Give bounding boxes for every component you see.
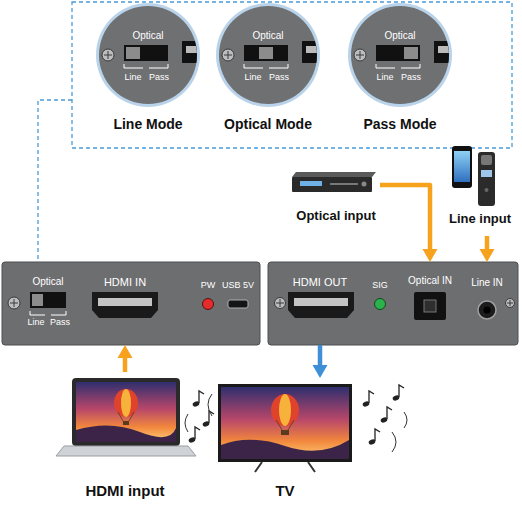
arrow-head [480,249,495,262]
port-label: Optical [132,30,163,42]
arrow-head [423,249,438,262]
laptop-drawing [56,378,196,456]
port-label: Line Mode [113,116,182,132]
port-label: Pass [149,72,169,82]
port-label: SIG [372,280,388,290]
phone-recorder-drawing [452,146,495,206]
port-label: HDMI IN [104,276,146,289]
laptop: HDMI input [55,372,195,504]
zoom-circle-optical [216,3,332,107]
device-label: TV [275,482,294,499]
port-label: Optical IN [408,275,452,287]
port-label: Line [27,317,44,327]
arrow-shaft [380,185,430,250]
port-label: Pass [50,317,70,327]
port-label: Pass Mode [363,116,436,132]
arrow-shaft [318,345,323,366]
tv-drawing [218,384,352,472]
input-panel-drawing [2,262,260,345]
port-label: Pass [401,72,421,82]
signal-arrow [380,185,438,262]
port-label: Line [244,72,261,82]
device-label: Optical input [296,209,375,224]
port-label: Line [124,72,141,82]
mode-zoom-circle: OpticalLinePassLine Mode [96,3,200,107]
port-label: USB 5V [222,280,254,290]
device-label: HDMI input [85,482,164,499]
signal-arrow [480,236,495,262]
arrow-head [118,345,133,358]
input-panel: OpticalLine Pass HDMI IN PW USB 5V [2,262,260,345]
zoom-group-frame [72,2,512,148]
signal-arrow [118,345,133,372]
port-label: Optical [384,30,415,42]
port-label: HDMI OUT [293,276,347,289]
port-label: Line [376,72,393,82]
port-label: PW [201,280,216,290]
signal-arrow [313,345,328,378]
audio-source: Line input [440,140,518,236]
mode-zoom-circle: OpticalLinePassPass Mode [348,3,452,107]
port-label: Line IN [471,277,503,289]
music-notes [185,385,407,452]
port-label: Optical [252,30,283,42]
port-label: Optical Mode [224,116,312,132]
port-label: Pass [269,72,289,82]
dvd-player-drawing [292,172,376,192]
mode-zoom-circle: OpticalLinePassOptical Mode [216,3,320,107]
zoom-circle-line [96,3,212,107]
dvd-player: Optical input [292,165,380,227]
arrow-shaft [485,236,490,250]
output-panel: HDMI OUT SIG Optical IN Line IN [268,262,518,345]
output-panel-drawing [268,262,518,345]
tv: TV [210,378,360,502]
device-label: Line input [449,212,511,227]
arrow-shaft [123,357,128,372]
zoom-circle-pass [348,3,464,107]
leader-line [38,100,72,262]
arrow-head [313,365,328,378]
port-label: Optical [32,276,63,288]
